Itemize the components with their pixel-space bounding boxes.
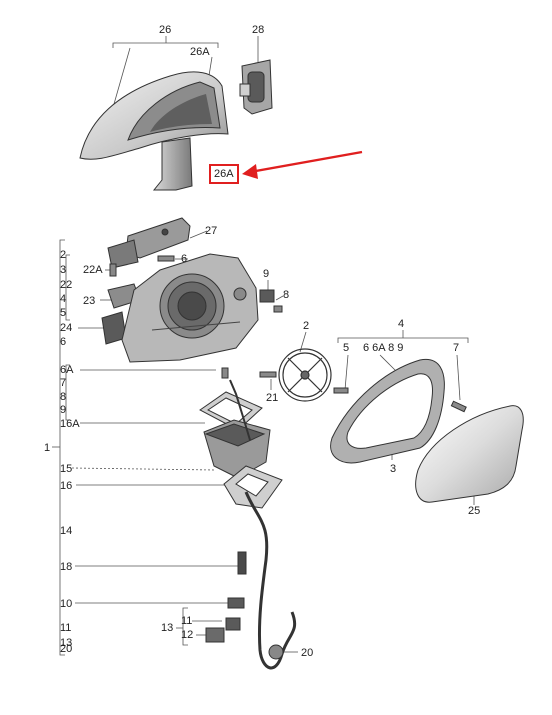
cable-14 <box>229 379 297 670</box>
label-left-14: 14 <box>60 525 73 537</box>
label-5-right: 5 <box>343 342 350 354</box>
cable-connectors <box>205 551 284 660</box>
label-left-7: 7 <box>60 377 67 389</box>
label-left-11: 11 <box>60 622 72 634</box>
highlight-arrow <box>242 150 363 179</box>
label-26: 26 <box>159 24 172 36</box>
label-27: 27 <box>205 225 218 237</box>
screw-6-top <box>157 255 175 262</box>
label-2-right: 2 <box>303 320 310 332</box>
label-26A-callout-highlighted: 26A <box>209 164 239 184</box>
label-7-right: 7 <box>453 342 460 354</box>
label-11-right: 11 <box>181 615 193 627</box>
label-26A-top: 26A <box>190 46 210 58</box>
label-left-6A: 6A <box>60 364 74 376</box>
mirror-frame-3 <box>330 358 445 464</box>
label-left-16A: 16A <box>60 418 80 430</box>
label-left-6: 6 <box>60 336 67 348</box>
label-left-9: 9 <box>60 404 67 416</box>
screw-21 <box>221 367 277 379</box>
label-20-right: 20 <box>301 647 314 659</box>
label-left-10: 10 <box>60 598 73 610</box>
label-25: 25 <box>468 505 481 517</box>
label-9-right: 9 <box>263 268 270 280</box>
leader-lines <box>52 36 475 656</box>
label-left-4: 4 <box>60 293 67 305</box>
cover-28 <box>239 59 273 115</box>
label-left-13: 13 <box>60 637 73 649</box>
label-13: 13 <box>161 622 174 634</box>
label-left-5: 5 <box>60 307 67 319</box>
label-4: 4 <box>398 318 405 330</box>
label-left-2: 2 <box>60 249 67 261</box>
label-left-15: 15 <box>60 463 73 475</box>
label-21: 21 <box>266 392 279 404</box>
adjustment-ring-2 <box>278 348 332 402</box>
bracket-27 <box>107 217 191 269</box>
mirror-cap-26 <box>79 71 229 160</box>
label-left-22: 22 <box>60 279 73 291</box>
label-left-18: 18 <box>60 561 73 573</box>
label-3-right: 3 <box>390 463 397 475</box>
label-left-23: 23 <box>83 295 96 307</box>
label-left-20: 20 <box>60 643 73 655</box>
label-12-right: 12 <box>181 629 194 641</box>
lamp-assembly <box>199 391 283 509</box>
screw-7 <box>450 400 467 413</box>
label-left-22A: 22A <box>83 264 103 276</box>
label-28: 28 <box>252 24 265 36</box>
label-left-16: 16 <box>60 480 73 492</box>
label-left-1: 1 <box>44 442 51 454</box>
part-9-8 <box>259 289 283 313</box>
label-6-top: 6 <box>181 253 188 265</box>
label-left-8: 8 <box>60 391 67 403</box>
label-6-6A-8-9: 6 6A 8 9 <box>363 342 404 354</box>
screw-5 <box>333 387 349 394</box>
label-left-24: 24 <box>60 322 73 334</box>
mirror-glass-25 <box>415 405 524 503</box>
mirror-housing <box>121 253 259 363</box>
trim-26A <box>152 137 193 191</box>
label-8-right: 8 <box>283 289 290 301</box>
label-left-3: 3 <box>60 264 67 276</box>
